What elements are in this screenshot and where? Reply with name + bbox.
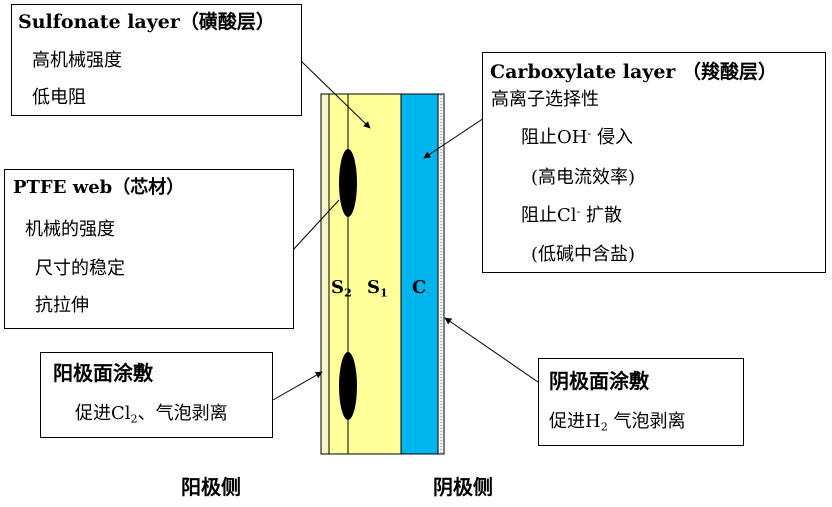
carboxylate-line-4: 阻止Cl- 扩散 xyxy=(521,204,623,226)
carboxylate-callout: Carboxylate layer （羧酸层） 高离子选择性 阻止OH- 侵入 … xyxy=(482,52,826,273)
layer-label-c: C xyxy=(412,277,427,298)
ptfe-line-3: 抗拉伸 xyxy=(35,295,89,316)
cathode-coating-title: 阴极面涂敷 xyxy=(549,369,649,393)
sulfonate-title: Sulfonate layer（磺酸层） xyxy=(18,11,275,33)
cathode-coating-layer xyxy=(437,93,445,455)
carboxylate-line-5: (低碱中含盐) xyxy=(531,244,636,265)
carboxylate-leader-arrow xyxy=(423,117,485,159)
cathode-coating-text: 促进H2 气泡剥离 xyxy=(549,411,686,434)
ptfe-fiber-ellipse-upper xyxy=(339,149,357,217)
anode-coating-title: 阳极面涂敷 xyxy=(53,361,153,385)
sulfonate-line-2: 低电阻 xyxy=(32,87,86,108)
carboxylate-line-2: 阻止OH- 侵入 xyxy=(521,126,633,148)
anode-side-label: 阳极侧 xyxy=(181,475,241,499)
sulfonate-line-1: 高机械强度 xyxy=(32,50,122,71)
cathode-side-label: 阴极侧 xyxy=(433,475,493,499)
sulfonate-leader-arrow xyxy=(299,59,371,129)
ptfe-callout: PTFE web（芯材） 机械的强度 尺寸的稳定 抗拉伸 xyxy=(4,169,294,329)
ptfe-title: PTFE web（芯材） xyxy=(13,177,185,198)
anode-coating-layer xyxy=(320,93,330,455)
cathode-coating-callout: 阴极面涂敷 促进H2 气泡剥离 xyxy=(538,358,744,446)
carboxylate-title: Carboxylate layer （羧酸层） xyxy=(490,61,778,83)
ptfe-line-2: 尺寸的稳定 xyxy=(35,258,125,279)
anode-coating-callout: 阳极面涂敷 促进Cl2、气泡剥离 xyxy=(40,352,273,438)
ptfe-leader-line xyxy=(292,199,340,251)
carboxylate-line-1: 高离子选择性 xyxy=(491,89,599,110)
ptfe-fiber-ellipse-lower xyxy=(339,352,357,420)
carboxylate-line-3: (高电流效率) xyxy=(531,167,636,188)
layer-label-s1: S1 xyxy=(367,277,388,300)
sulfonate-callout: Sulfonate layer（磺酸层） 高机械强度 低电阻 xyxy=(11,4,302,116)
anode-coating-leader-arrow xyxy=(272,371,323,401)
carboxylate-layer-band xyxy=(400,93,439,455)
ptfe-line-1: 机械的强度 xyxy=(25,219,115,240)
cathode-coating-leader-arrow xyxy=(444,317,539,383)
anode-coating-text: 促进Cl2、气泡剥离 xyxy=(75,403,228,426)
layer-label-s2: S2 xyxy=(331,277,352,300)
